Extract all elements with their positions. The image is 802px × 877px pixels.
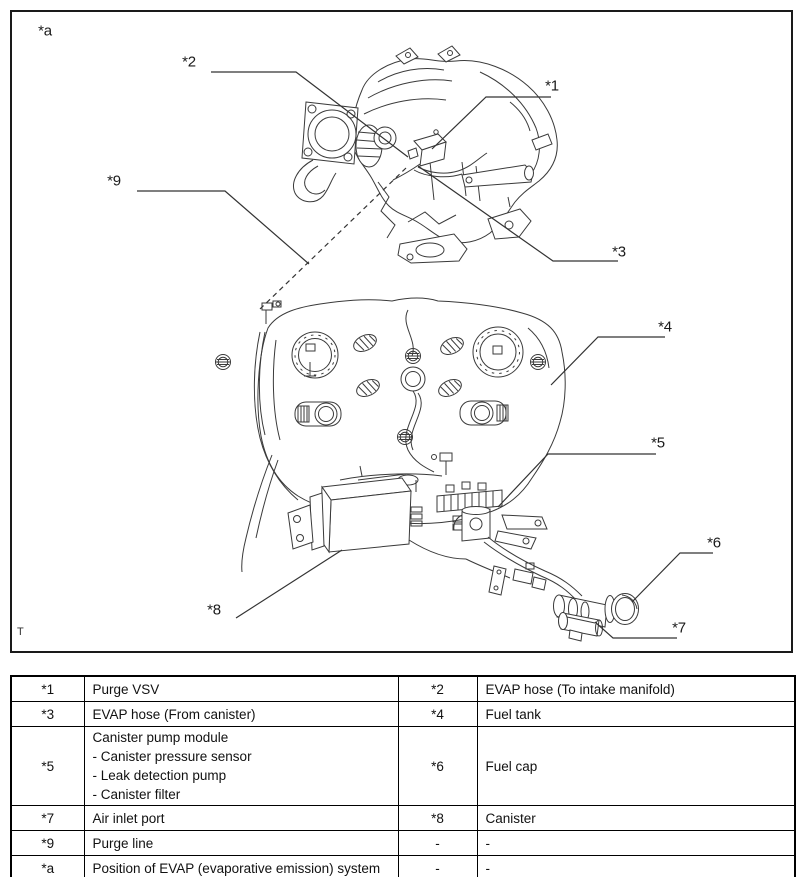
purge-vsv-illustration — [407, 129, 447, 167]
callout-9: *9 — [107, 172, 121, 190]
legend-key-cell: *3 — [10, 701, 85, 727]
leader-line-4 — [550, 336, 665, 386]
figure-note: T — [17, 626, 24, 638]
legend-key-cell: *a — [10, 855, 85, 877]
legend-desc-cell: Fuel tank — [476, 701, 796, 727]
legend-key-cell: *7 — [10, 805, 85, 831]
fuel-cap-illustration — [604, 593, 639, 625]
canister-illustration — [287, 452, 467, 560]
leader-line-6 — [631, 552, 713, 603]
leader-line-2 — [211, 71, 409, 158]
legend-desc-cell: Air inlet port — [83, 805, 399, 831]
leader-line-5 — [497, 453, 656, 508]
leader-line-7 — [594, 621, 677, 639]
engine-illustration — [293, 45, 558, 264]
legend-desc-cell: - — [476, 830, 796, 856]
legend-key-cell: *9 — [10, 830, 85, 856]
callout-7: *7 — [672, 619, 686, 637]
fuel-tank-illustration — [215, 297, 566, 573]
legend-key-cell: *4 — [397, 701, 478, 727]
callout-5: *5 — [651, 434, 665, 452]
legend-key-cell: *1 — [10, 675, 85, 702]
callout-4: *4 — [658, 318, 672, 336]
leader-lines — [137, 71, 713, 639]
legend-key-cell: - — [397, 830, 478, 856]
legend-key-cell: - — [397, 855, 478, 877]
evap-diagram-drawing — [137, 45, 713, 642]
legend-desc-cell: EVAP hose (From canister) — [83, 701, 399, 727]
legend-desc-cell: EVAP hose (To intake manifold) — [476, 675, 796, 702]
legend-desc-cell: Purge VSV — [83, 675, 399, 702]
canister-pump-module-illustration — [436, 481, 548, 550]
evap-hoses-illustration — [392, 152, 488, 181]
legend-desc-cell: Canister pump module- Canister pressure … — [83, 726, 399, 806]
callout-3: *3 — [612, 243, 626, 261]
callout-6: *6 — [707, 534, 721, 552]
leader-line-3 — [417, 165, 618, 262]
leader-line-1 — [431, 96, 551, 150]
leader-line-8 — [235, 549, 343, 619]
legend-key-cell: *2 — [397, 675, 478, 702]
legend-desc-cell: Canister — [476, 805, 796, 831]
purge-line-dashed — [259, 167, 407, 310]
leader-line-9 — [137, 190, 310, 265]
legend-key-cell: *6 — [397, 726, 478, 806]
legend-desc-cell: Position of EVAP (evaporative emission) … — [83, 855, 399, 877]
legend-key-cell: *8 — [397, 805, 478, 831]
callout-8: *8 — [207, 601, 221, 619]
legend-desc-cell: - — [476, 855, 796, 877]
legend-desc-cell: Fuel cap — [476, 726, 796, 806]
callout-1: *1 — [545, 77, 559, 95]
callout-2: *2 — [182, 53, 196, 71]
callout-a: *a — [38, 22, 52, 40]
legend-desc-cell: Purge line — [83, 830, 399, 856]
evap-system-diagram — [10, 10, 793, 653]
legend-key-cell: *5 — [10, 726, 85, 806]
filler-pipe-illustration — [465, 536, 639, 642]
